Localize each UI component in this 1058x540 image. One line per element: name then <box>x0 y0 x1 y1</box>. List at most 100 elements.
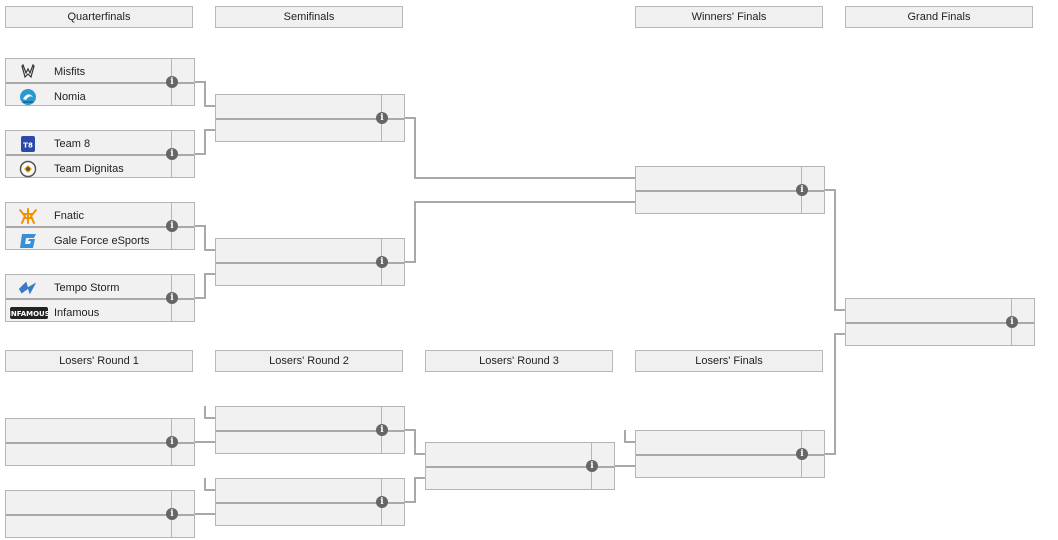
team-slot-tempo-storm[interactable]: Tempo Storm <box>6 276 171 299</box>
match-info-icon[interactable]: i <box>796 448 808 460</box>
match-info-icon[interactable]: i <box>586 460 598 472</box>
match-semifinal-1[interactable]: i <box>215 94 405 142</box>
match-divider <box>6 442 194 444</box>
match-divider <box>846 322 1034 324</box>
match-divider <box>6 514 194 516</box>
match-info-icon[interactable]: i <box>376 424 388 436</box>
team-slot-empty[interactable] <box>216 121 381 144</box>
team-slot-empty[interactable] <box>216 408 381 431</box>
match-quarterfinal-3[interactable]: Fnatic Gale Force eSports i <box>5 202 195 250</box>
match-grand-finals[interactable]: i <box>845 298 1035 346</box>
match-info-icon[interactable]: i <box>166 436 178 448</box>
connector-qf3-sf2 <box>195 225 215 251</box>
infamous-logo-text: INFAMOUS <box>10 310 48 318</box>
team-slot-empty[interactable] <box>6 517 171 540</box>
gale-force-logo-icon <box>18 231 38 251</box>
connector-qf4-sf2 <box>195 273 215 299</box>
round-header-label: Winners' Finals <box>691 11 767 23</box>
team-slot-empty[interactable] <box>216 96 381 119</box>
team-slot-team-8[interactable]: T8 Team 8 <box>6 132 171 155</box>
connector-dropin-lr2b <box>204 478 215 491</box>
match-info-icon[interactable]: i <box>166 508 178 520</box>
round-header-grand-finals: Grand Finals <box>845 6 1033 28</box>
connector-lr2a-lr3 <box>405 429 425 455</box>
round-header-label: Quarterfinals <box>67 11 131 23</box>
team-slot-empty[interactable] <box>846 325 1011 348</box>
team8-logo-text: T8 <box>23 141 33 149</box>
connector-lr2b-lr3 <box>405 477 425 503</box>
match-info-icon[interactable]: i <box>166 292 178 304</box>
team-slot-empty[interactable] <box>636 193 801 216</box>
team-slot-empty[interactable] <box>216 240 381 263</box>
match-winners-finals[interactable]: i <box>635 166 825 214</box>
team-slot-team-dignitas[interactable]: Team Dignitas <box>6 157 171 180</box>
match-info-icon[interactable]: i <box>376 112 388 124</box>
round-header-losers-round-1: Losers' Round 1 <box>5 350 193 372</box>
team-slot-empty[interactable] <box>846 300 1011 323</box>
match-quarterfinal-1[interactable]: Misfits Nomia i <box>5 58 195 106</box>
match-divider <box>6 226 194 228</box>
connector-dropin-lr2a <box>204 406 215 419</box>
match-divider <box>6 82 194 84</box>
match-divider <box>216 502 404 504</box>
match-losers-round-2-b[interactable]: i <box>215 478 405 526</box>
connector-qf2-sf1 <box>195 129 215 155</box>
match-divider <box>426 466 614 468</box>
match-quarterfinal-2[interactable]: T8 Team 8 Team Dignitas i <box>5 130 195 178</box>
team-slot-empty[interactable] <box>6 445 171 468</box>
match-info-icon[interactable]: i <box>166 148 178 160</box>
match-info-icon[interactable]: i <box>1006 316 1018 328</box>
round-header-label: Losers' Round 2 <box>269 355 349 367</box>
match-quarterfinal-4[interactable]: Tempo Storm INFAMOUS Infamous i <box>5 274 195 322</box>
round-header-label: Losers' Finals <box>695 355 763 367</box>
fnatic-logo-icon <box>18 206 38 226</box>
team-slot-empty[interactable] <box>216 480 381 503</box>
match-losers-round-1-b[interactable]: i <box>5 490 195 538</box>
team-name: Team 8 <box>54 137 91 150</box>
team-slot-fnatic[interactable]: Fnatic <box>6 204 171 227</box>
round-header-winners-finals: Winners' Finals <box>635 6 823 28</box>
match-losers-finals[interactable]: i <box>635 430 825 478</box>
match-divider <box>636 454 824 456</box>
match-info-icon[interactable]: i <box>166 76 178 88</box>
team-slot-misfits[interactable]: Misfits <box>6 60 171 83</box>
team-slot-empty[interactable] <box>216 505 381 528</box>
team-slot-empty[interactable] <box>636 432 801 455</box>
match-semifinal-2[interactable]: i <box>215 238 405 286</box>
team-slot-nomia[interactable]: Nomia <box>6 85 171 108</box>
match-divider <box>216 430 404 432</box>
match-losers-round-3[interactable]: i <box>425 442 615 490</box>
team-name: Infamous <box>54 306 100 319</box>
match-info-icon[interactable]: i <box>376 256 388 268</box>
match-divider <box>216 118 404 120</box>
misfits-logo-icon <box>18 62 38 82</box>
team-slot-empty[interactable] <box>216 265 381 288</box>
team-name: Nomia <box>54 90 86 103</box>
team-slot-empty[interactable] <box>6 420 171 443</box>
team-slot-empty[interactable] <box>6 492 171 515</box>
infamous-logo-icon: INFAMOUS <box>10 303 48 323</box>
team-slot-empty[interactable] <box>216 433 381 456</box>
match-info-icon[interactable]: i <box>376 496 388 508</box>
team-slot-infamous[interactable]: INFAMOUS Infamous <box>6 301 171 324</box>
team-slot-empty[interactable] <box>636 168 801 191</box>
match-info-icon[interactable]: i <box>796 184 808 196</box>
round-header-quarterfinals: Quarterfinals <box>5 6 193 28</box>
connector-dropin-lf <box>624 430 635 443</box>
match-divider <box>6 154 194 156</box>
round-header-losers-round-3: Losers' Round 3 <box>425 350 613 372</box>
team-slot-empty[interactable] <box>426 444 591 467</box>
nomia-logo-icon <box>18 87 38 107</box>
match-info-icon[interactable]: i <box>166 220 178 232</box>
round-header-label: Grand Finals <box>907 11 971 23</box>
team-slot-empty[interactable] <box>636 457 801 480</box>
team-name: Tempo Storm <box>54 281 120 294</box>
match-losers-round-2-a[interactable]: i <box>215 406 405 454</box>
team-name: Gale Force eSports <box>54 234 150 247</box>
match-losers-round-1-a[interactable]: i <box>5 418 195 466</box>
connector-qf1-sf1 <box>195 81 215 107</box>
team8-logo-icon: T8 <box>18 134 38 154</box>
team-slot-gale-force-esports[interactable]: Gale Force eSports <box>6 229 171 252</box>
team-slot-empty[interactable] <box>426 469 591 492</box>
team-name: Fnatic <box>54 209 84 222</box>
